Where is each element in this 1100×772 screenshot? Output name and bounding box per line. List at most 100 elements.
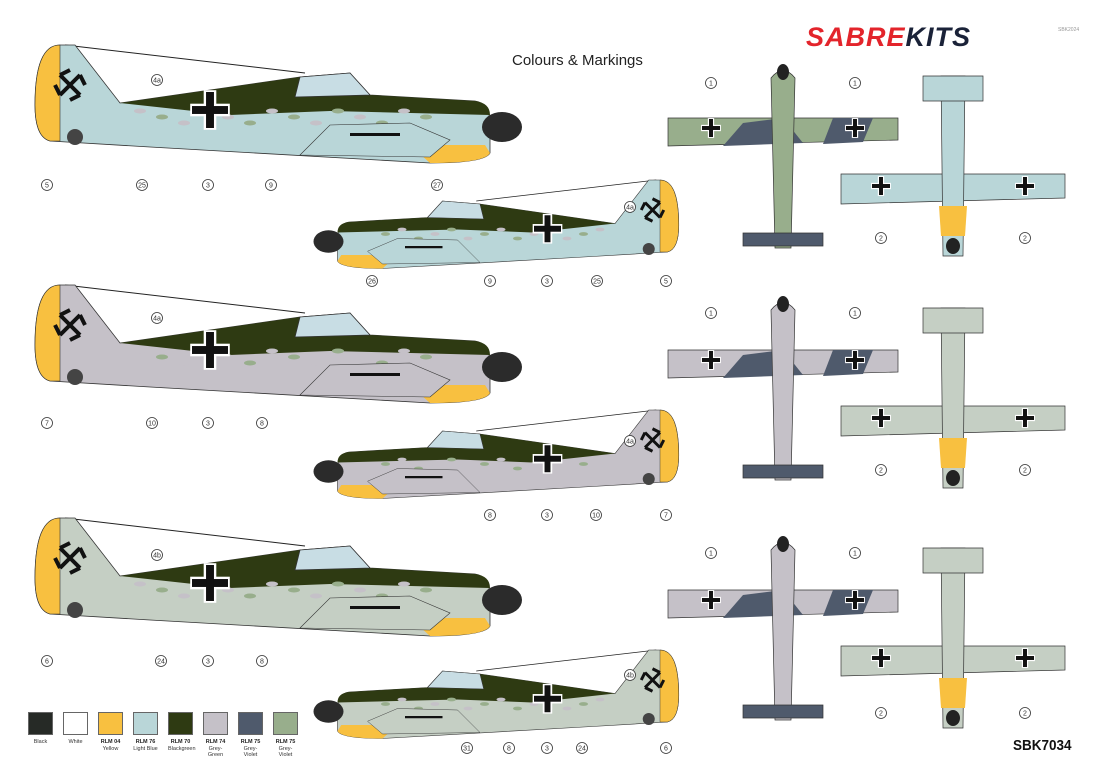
callout-2: 2 <box>875 707 887 719</box>
mottle <box>513 706 522 711</box>
callout-circle <box>256 655 268 667</box>
callout-3: 3 <box>541 275 553 287</box>
callout-label: 1 <box>709 551 713 558</box>
callout-3: 3 <box>541 742 553 754</box>
sheet-code: SBK2024 <box>1058 27 1080 33</box>
callout-1: 1 <box>705 307 717 319</box>
mottle <box>134 348 146 354</box>
callout-24: 24 <box>155 655 167 667</box>
callout-27: 27 <box>431 179 443 191</box>
swatch-box <box>63 712 88 735</box>
callout-7: 7 <box>660 509 672 521</box>
callout-label: 3 <box>545 746 549 753</box>
yellow-rudder <box>659 179 679 253</box>
callout-label: 3 <box>545 279 549 286</box>
balkenkreuz <box>206 565 214 601</box>
canopy <box>294 312 371 338</box>
mottle <box>496 697 506 702</box>
callout-circle <box>151 74 163 86</box>
side-profile <box>34 284 522 404</box>
spinner <box>482 352 522 382</box>
balkenkreuz <box>544 215 551 243</box>
mottle <box>397 697 407 702</box>
swatch-name: Yellow <box>102 745 119 752</box>
callout-label: 4a <box>626 439 634 446</box>
callout-label: 8 <box>260 659 264 666</box>
wing <box>367 238 481 265</box>
mottle <box>310 593 322 599</box>
mottle <box>381 462 390 466</box>
callout-circle <box>849 77 861 89</box>
side-profile <box>34 44 522 164</box>
callout-label: 1 <box>709 81 713 88</box>
canopy <box>294 545 371 571</box>
balkenkreuz <box>1023 177 1027 195</box>
swatch-box <box>28 712 53 735</box>
mottle <box>430 232 440 236</box>
callout-circle <box>875 232 887 244</box>
spinner <box>777 296 789 312</box>
callout-label: 2 <box>1023 468 1027 475</box>
callout-label: 9 <box>269 183 273 190</box>
callout-circle <box>41 655 53 667</box>
callout-2: 2 <box>875 464 887 476</box>
yellow-cowling <box>939 438 967 468</box>
spinner <box>482 585 522 615</box>
callout-label: 1 <box>853 81 857 88</box>
mottle <box>595 227 605 232</box>
mottle <box>134 108 146 114</box>
callout-circle <box>1019 707 1031 719</box>
tailplane <box>922 547 984 574</box>
callout-circle <box>146 417 158 429</box>
callout-label: 4b <box>626 673 634 680</box>
mottle <box>463 466 473 471</box>
callout-label: 7 <box>45 421 49 428</box>
mottle <box>447 227 456 232</box>
fin-marking <box>639 667 666 693</box>
balkenkreuz <box>206 92 214 128</box>
mottle <box>595 697 605 702</box>
tail-wheel <box>642 713 655 725</box>
aerial-wire <box>64 517 306 547</box>
balkenkreuz <box>709 119 713 137</box>
callout-3: 3 <box>541 509 553 521</box>
callout-4b: 4b <box>624 669 636 681</box>
callout-label: 10 <box>148 421 156 428</box>
callout-3: 3 <box>202 179 214 191</box>
mottle <box>398 108 410 114</box>
callout-circle <box>541 509 553 521</box>
mottle <box>354 354 366 360</box>
callout-circle <box>366 275 378 287</box>
side-profile <box>313 179 680 269</box>
callout-label: 7 <box>664 513 668 520</box>
spinner <box>313 700 344 723</box>
mottle <box>513 236 522 241</box>
callout-circle <box>151 549 163 561</box>
swatch-name: White <box>68 739 83 745</box>
callout-4a: 4a <box>624 201 636 213</box>
callout-circle <box>461 742 473 754</box>
callout-9: 9 <box>484 275 496 287</box>
callout-24: 24 <box>576 742 588 754</box>
callout-label: 2 <box>879 711 883 718</box>
callout-circle <box>660 509 672 521</box>
callout-label: 2 <box>879 468 883 475</box>
callout-label: 4b <box>153 553 161 560</box>
callout-circle <box>1019 464 1031 476</box>
swatch: Black <box>28 712 53 759</box>
callout-circle <box>705 547 717 559</box>
swatch-name: Grey-Green <box>207 745 224 759</box>
callout-5: 5 <box>660 275 672 287</box>
callout-circle <box>591 275 603 287</box>
callout-2: 2 <box>1019 464 1031 476</box>
callout-label: 1 <box>709 311 713 318</box>
callout-label: 10 <box>592 513 600 520</box>
mottle <box>310 360 322 366</box>
balkenkreuz <box>709 591 713 609</box>
mottle <box>579 232 588 236</box>
mottle <box>288 114 300 120</box>
mottle <box>463 236 473 241</box>
tailplane <box>742 464 824 479</box>
callout-label: 4a <box>153 78 161 85</box>
